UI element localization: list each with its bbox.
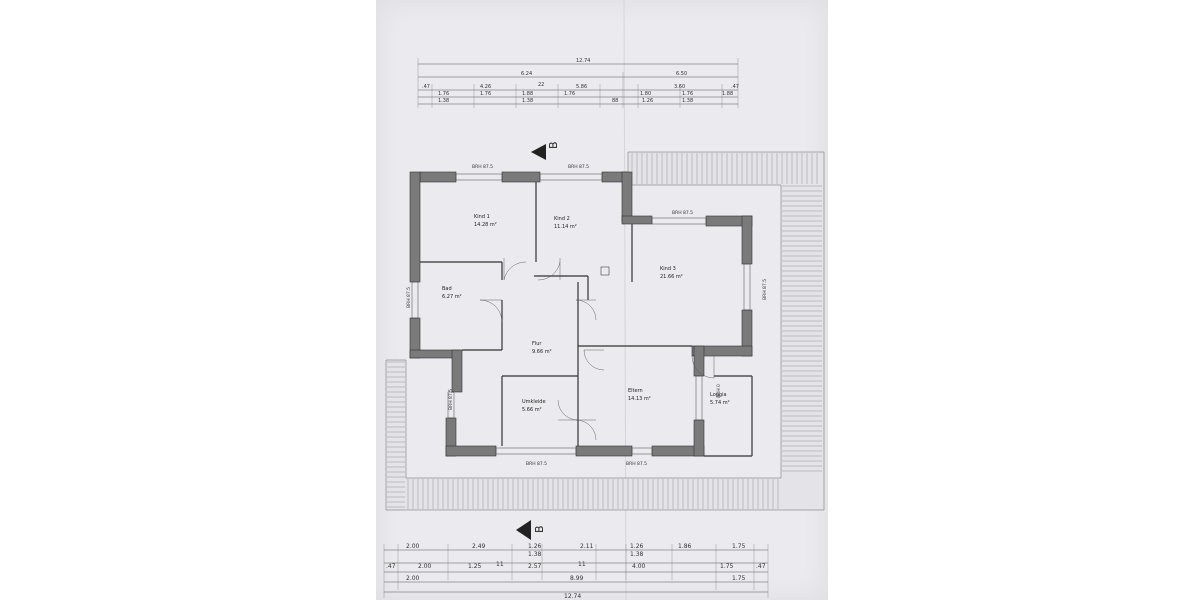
room-umkleide-area: 5.66 m² bbox=[522, 407, 542, 413]
bot-dim-3b: 2.00 bbox=[418, 563, 432, 570]
top-dim-7a: 88 bbox=[612, 98, 618, 104]
brh-labels: BRH 87.5 BRH 87.5 BRH 87.5 BRH 87.5 BRH … bbox=[406, 164, 768, 467]
top-dim-left: 6.24 bbox=[521, 71, 532, 77]
bot-dim-3g: .47 bbox=[756, 563, 766, 570]
top-dim-6b: 1.38 bbox=[522, 98, 533, 104]
bot-dim-1b: 2.49 bbox=[472, 543, 486, 550]
room-flur-name: Flur bbox=[532, 341, 542, 347]
top-dim-5c: 1.88 bbox=[522, 91, 533, 97]
bot-dim-4b: 8.99 bbox=[570, 575, 584, 582]
room-flur-area: 9.66 m² bbox=[532, 349, 552, 355]
top-dim-4a: .47 bbox=[422, 84, 430, 90]
bot-dim-4c: 1.75 bbox=[732, 575, 746, 582]
room-kind3-name: Kind 3 bbox=[660, 266, 676, 272]
top-dim-4b: 4.26 bbox=[480, 84, 491, 90]
brh-bottom-left: BRH 87.5 bbox=[526, 461, 547, 467]
section-marker-bottom: B bbox=[516, 520, 546, 540]
brh-bottom-right: BRH 87.5 bbox=[626, 461, 647, 467]
brh-left: BRH 87.5 bbox=[406, 287, 412, 308]
top-dim-5a: 1.76 bbox=[438, 91, 449, 97]
bot-dim-3s2: 11 bbox=[578, 561, 586, 568]
room-kind3-area: 21.66 m² bbox=[660, 274, 683, 280]
bottom-dimension-chain: 2.00 2.49 1.26 2.11 1.26 1.86 1.75 1.38 … bbox=[383, 543, 769, 600]
bot-dim-3f: 1.75 bbox=[720, 563, 734, 570]
bot-dim-1f: 1.86 bbox=[678, 543, 692, 550]
door-swings bbox=[479, 258, 715, 441]
bot-dim-1d: 2.11 bbox=[580, 543, 594, 550]
floor-plan: 12.74 6.24 6.50 22 .47 4.26 5.86 3.60 .4… bbox=[383, 0, 825, 600]
section-label-bottom: B bbox=[533, 525, 546, 533]
brh-loggia: BRH 0 bbox=[716, 384, 722, 398]
bot-dim-3a: .47 bbox=[386, 563, 396, 570]
bot-dim-1c: 1.26 bbox=[528, 543, 542, 550]
top-dim-partial: 22 bbox=[538, 82, 544, 88]
bot-dim-1g: 1.75 bbox=[732, 543, 746, 550]
bot-dim-3c: 1.25 bbox=[468, 563, 482, 570]
top-dim-5d: 1.76 bbox=[564, 91, 575, 97]
top-dim-5f: 1.76 bbox=[682, 91, 693, 97]
brh-top-mid: BRH 87.5 bbox=[568, 164, 589, 170]
room-bad-area: 6.27 m² bbox=[442, 294, 462, 300]
drawing-sheet: 12.74 6.24 6.50 22 .47 4.26 5.86 3.60 .4… bbox=[376, 0, 828, 600]
top-dim-right: 6.50 bbox=[676, 71, 687, 77]
section-label-top: B bbox=[547, 141, 560, 149]
top-dim-4d: 3.60 bbox=[674, 84, 685, 90]
brh-top-left: BRH 87.5 bbox=[472, 164, 493, 170]
bot-dim-1a: 2.00 bbox=[406, 543, 420, 550]
bot-dim-2a: 1.38 bbox=[528, 551, 542, 558]
room-eltern-name: Eltern bbox=[628, 388, 643, 394]
room-bad-name: Bad bbox=[442, 286, 452, 292]
bot-dim-3s1: 11 bbox=[496, 561, 504, 568]
bot-dim-3e: 4.00 bbox=[632, 563, 646, 570]
windows bbox=[411, 173, 751, 455]
room-kind2-area: 11.14 m² bbox=[554, 224, 577, 230]
top-dimension-chain: 12.74 6.24 6.50 22 .47 4.26 5.86 3.60 .4… bbox=[417, 58, 739, 108]
room-kind2-name: Kind 2 bbox=[554, 216, 570, 222]
room-umkleide-name: Umkleide bbox=[522, 399, 546, 405]
chimney bbox=[600, 266, 610, 276]
bot-dim-3d: 2.57 bbox=[528, 563, 542, 570]
room-kind1-area: 14.28 m² bbox=[474, 222, 497, 228]
top-dim-7b: 1.26 bbox=[642, 98, 653, 104]
top-dim-5g: 1.88 bbox=[722, 91, 733, 97]
top-dim-4e: .47 bbox=[731, 84, 739, 90]
section-marker-top: B bbox=[531, 141, 560, 160]
room-loggia-name: Loggia bbox=[710, 392, 727, 398]
room-kind1-name: Kind 1 bbox=[474, 214, 490, 220]
brh-kind3-top: BRH 87.5 bbox=[672, 210, 693, 216]
room-eltern-area: 14.13 m² bbox=[628, 396, 651, 402]
bot-dim-4a: 2.00 bbox=[406, 575, 420, 582]
roof-hatch bbox=[385, 151, 825, 511]
bot-dim-total: 12.74 bbox=[564, 593, 581, 600]
brh-right: BRH 87.5 bbox=[762, 279, 768, 300]
room-loggia-area: 5.74 m² bbox=[710, 400, 730, 406]
interior-walls bbox=[420, 182, 753, 457]
brh-left-lower: BRH 87.5 bbox=[448, 389, 454, 410]
top-dim-6c: 1.38 bbox=[682, 98, 693, 104]
bot-dim-2b: 1.38 bbox=[630, 551, 644, 558]
bot-dim-1e: 1.26 bbox=[630, 543, 644, 550]
top-dim-5b: 1.76 bbox=[480, 91, 491, 97]
exterior-walls bbox=[409, 171, 753, 457]
top-dim-5e: 1.80 bbox=[640, 91, 651, 97]
room-labels: Kind 1 14.28 m² Kind 2 11.14 m² Kind 3 2… bbox=[442, 214, 730, 413]
top-dim-6a: 1.38 bbox=[438, 98, 449, 104]
top-dim-4c: 5.86 bbox=[576, 84, 587, 90]
top-dim-total: 12.74 bbox=[576, 58, 590, 64]
